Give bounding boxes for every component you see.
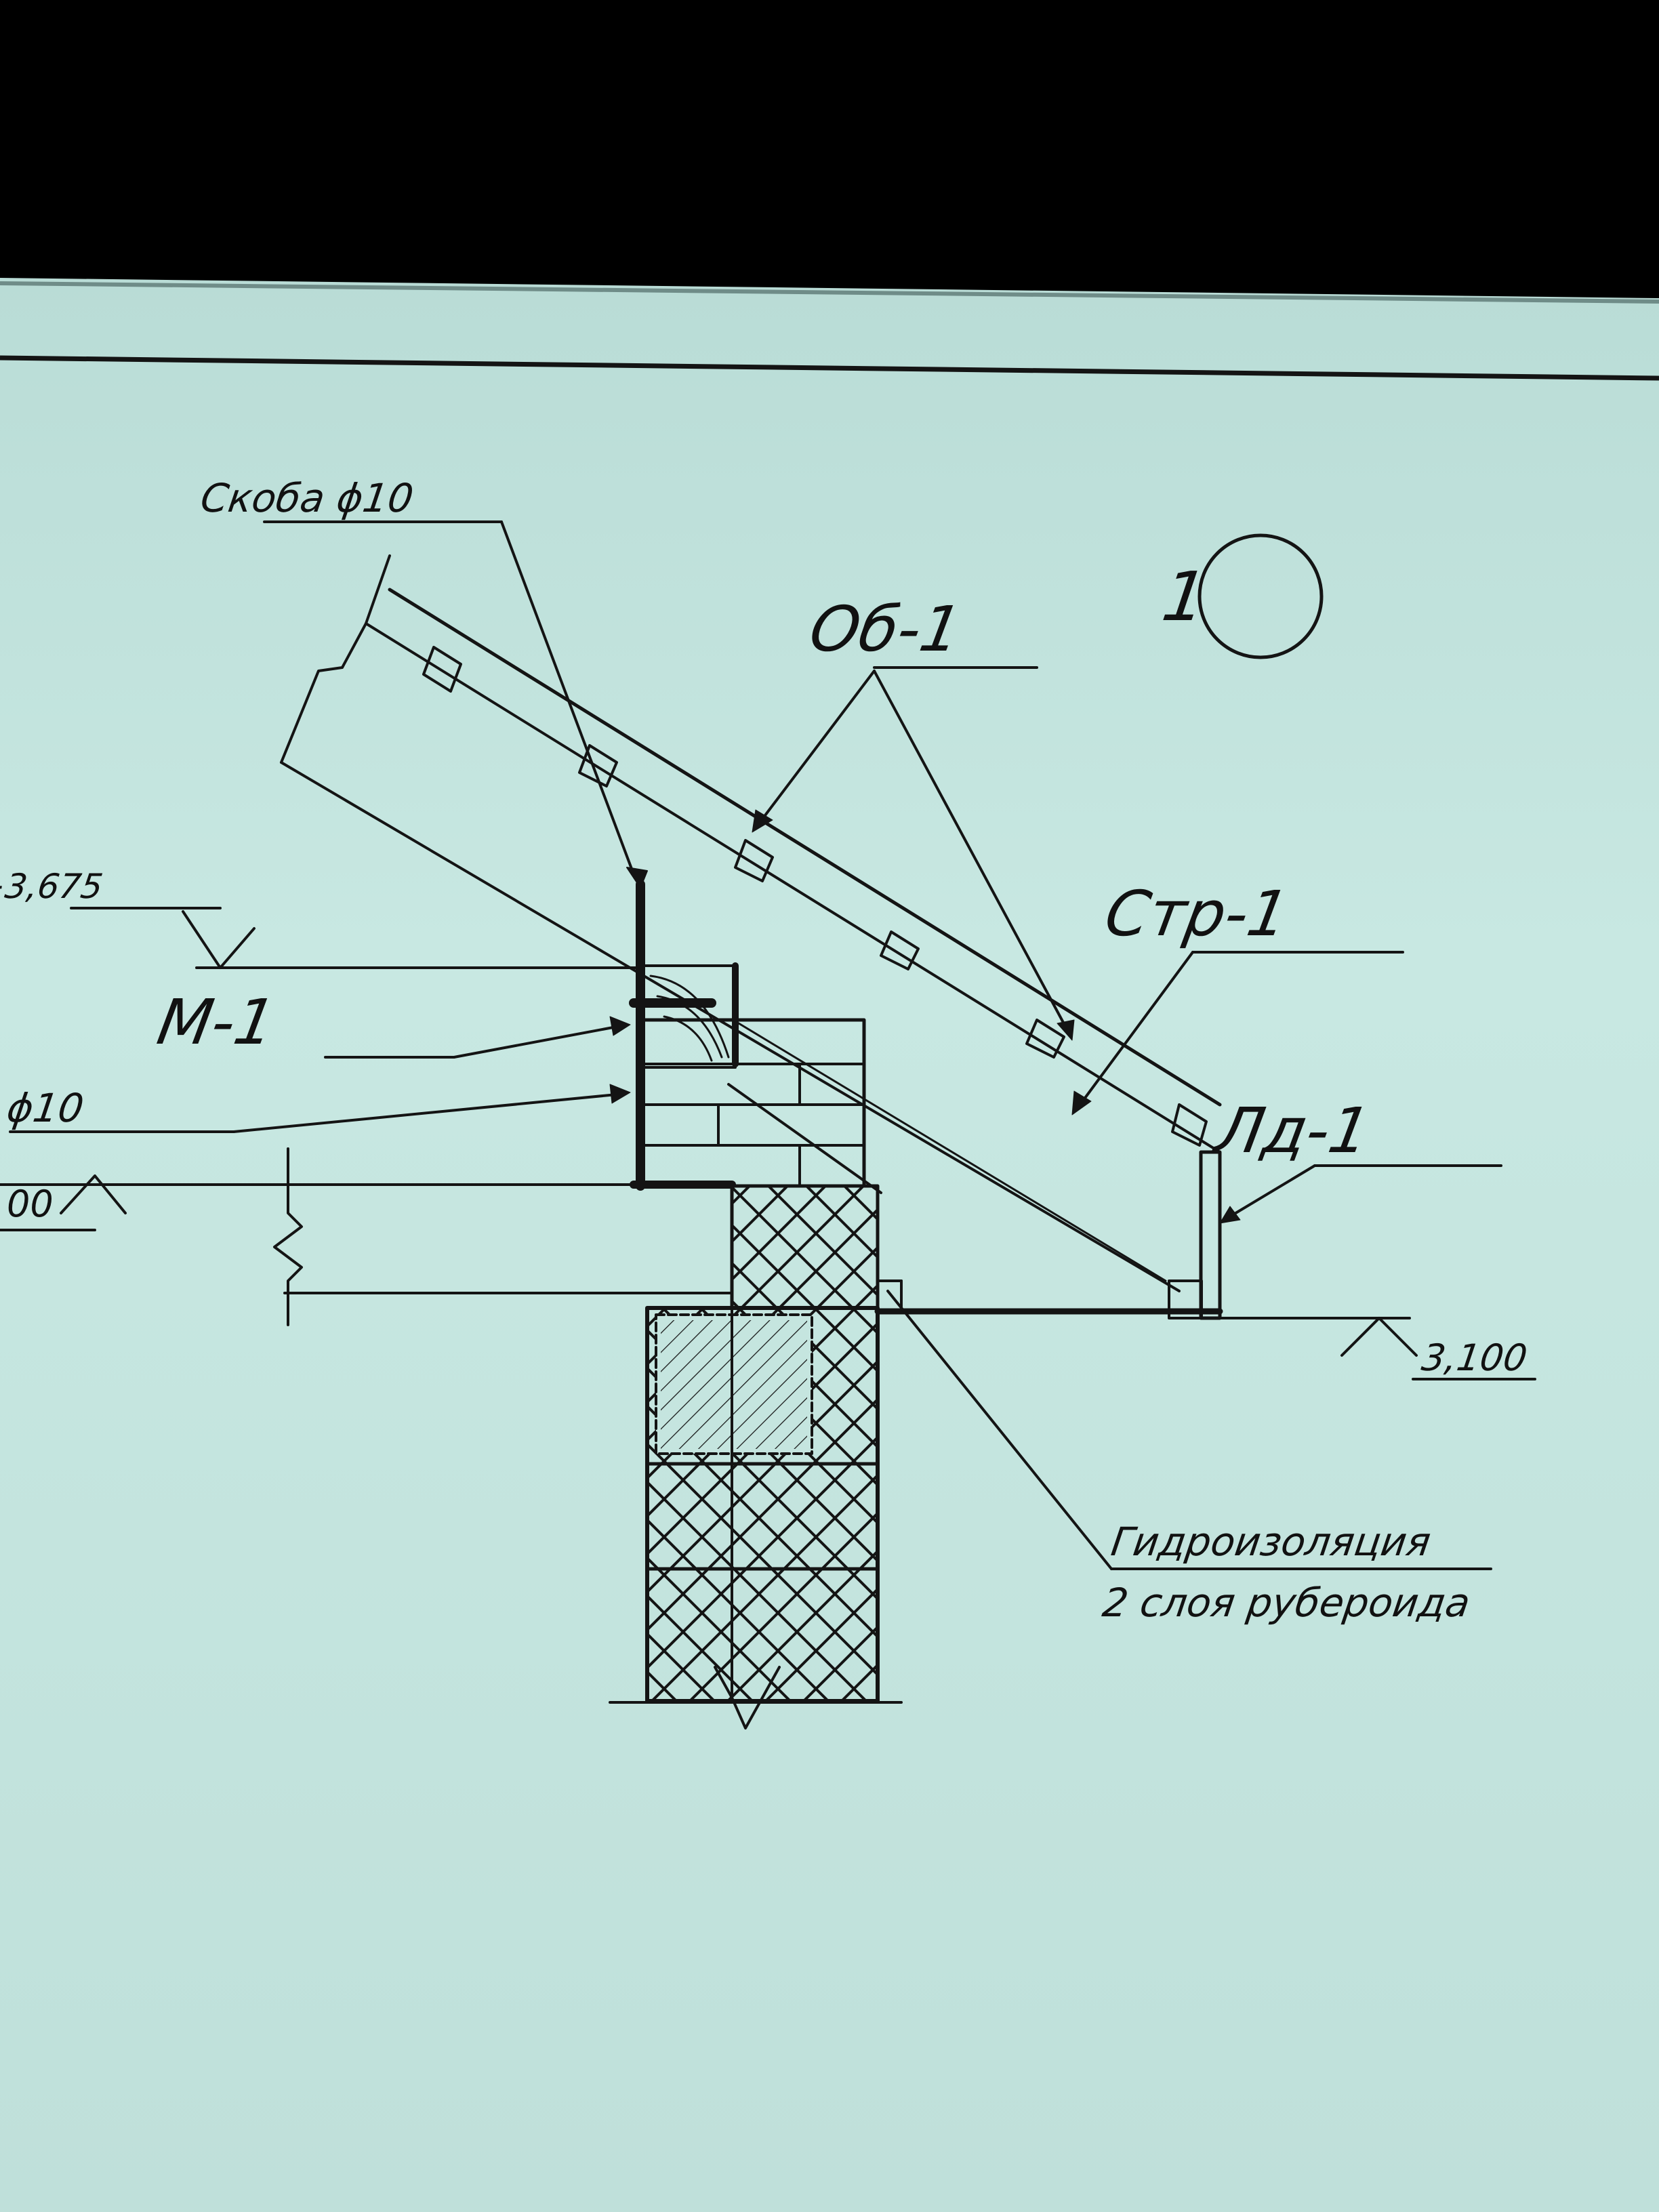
- leader-hydro: [886, 1290, 1113, 1570]
- leader-ob-left: [758, 670, 876, 825]
- leader-m1-arrow: [609, 1016, 631, 1036]
- wall-insulation-upper: [730, 1184, 880, 1310]
- wall-break-mark: [714, 1666, 781, 1729]
- level-top-marker: [182, 910, 255, 969]
- roof-eave-detail: [0, 520, 1536, 1729]
- monitor-bezel: [0, 0, 1659, 291]
- leader-skoba-top-arrow: [626, 867, 648, 888]
- mauerlat-beam: [639, 964, 737, 1069]
- slab-break-line: [273, 1147, 303, 1326]
- label-str1: Стр-1: [1100, 878, 1294, 950]
- leader-ob-left-arrow: [752, 809, 773, 833]
- label-level-left: 00: [7, 1183, 54, 1225]
- brick-joints: [639, 1063, 882, 1194]
- leader-str-arrow: [1071, 1090, 1092, 1115]
- roof-battens: [422, 646, 1208, 1147]
- leader-ld-arrow: [1219, 1206, 1241, 1224]
- leader-ob-right-arrow: [1057, 1019, 1075, 1041]
- roof-line-2: [365, 622, 1221, 1153]
- leader-skoba-mid-arrow: [609, 1084, 631, 1104]
- label-ld1: Лд-1: [1208, 1094, 1375, 1167]
- window-top-edge: [0, 281, 1659, 304]
- drawing-frame-line: [0, 355, 1659, 381]
- label-skoba-mid: Скоба ϕ10: [0, 1085, 87, 1131]
- labels: Скоба ϕ10 Об-1 Стр-1 М-1 Скоба ϕ10 Лд-1 …: [0, 475, 1530, 1626]
- leader-ob-right: [873, 670, 1069, 1031]
- label-level-bottom: 3,100: [1419, 1336, 1530, 1379]
- level-bottom-marker: [1340, 1317, 1418, 1357]
- rafter-inner-line: [737, 1022, 1167, 1282]
- roof-top-line: [388, 588, 1222, 1107]
- leader-m1: [453, 1025, 618, 1059]
- break-line-upper: [280, 554, 391, 764]
- label-ob1: Об-1: [804, 593, 967, 665]
- leader-str: [1076, 951, 1194, 1109]
- label-skoba-top: Скоба ϕ10: [198, 475, 416, 521]
- fascia-small-block: [1168, 1279, 1203, 1319]
- leader-skoba-top: [500, 520, 635, 876]
- detail-number-circle: [1197, 533, 1324, 659]
- level-left-marker: [60, 1174, 127, 1214]
- label-hydro-line2: 2 слоя рубероида: [1100, 1580, 1473, 1626]
- label-m1: М-1: [152, 986, 281, 1059]
- wall-lintel-hatch: [661, 1320, 807, 1449]
- leader-skoba-mid: [232, 1093, 618, 1133]
- leader-ld: [1229, 1164, 1316, 1218]
- label-level-top: +3,675: [0, 866, 105, 906]
- rafter-bottom-line: [280, 761, 1181, 1292]
- label-hydro-line1: Гидроизоляция: [1109, 1519, 1434, 1565]
- fascia-board: [1199, 1150, 1222, 1320]
